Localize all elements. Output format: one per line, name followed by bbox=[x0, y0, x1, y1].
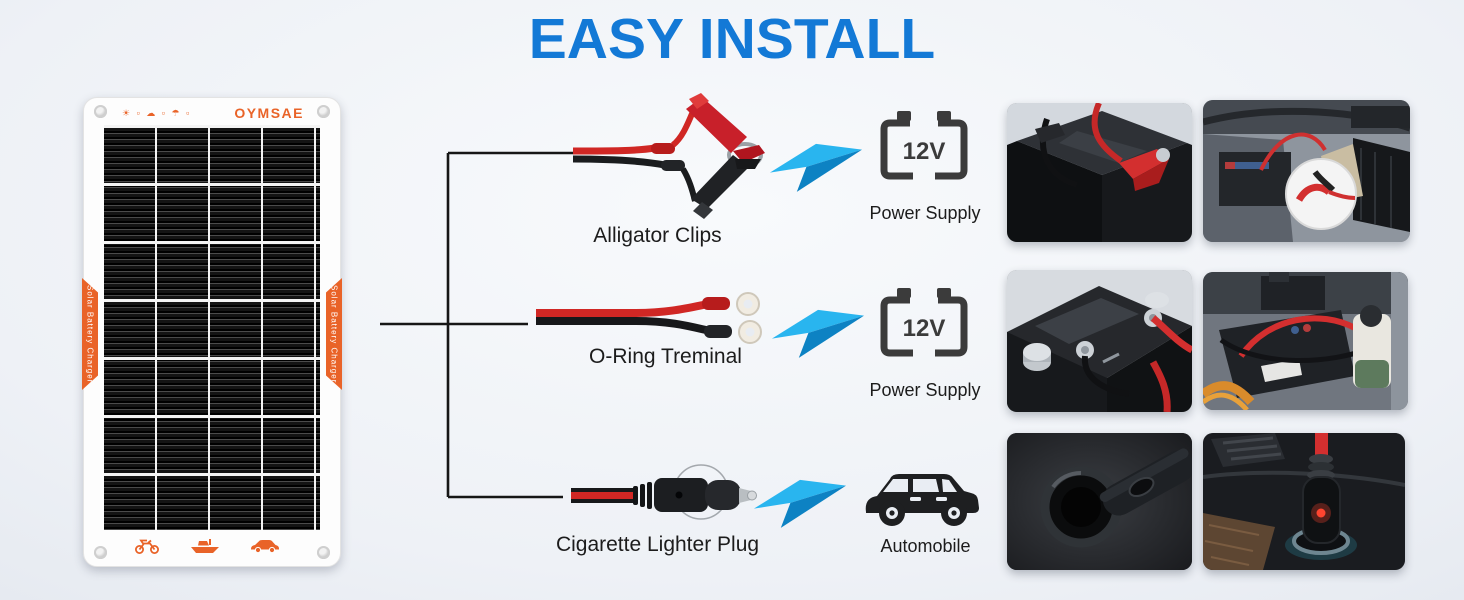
panel-footer bbox=[84, 536, 340, 560]
photo-plug-in-console bbox=[1203, 433, 1405, 570]
oring-terminal-image bbox=[536, 292, 762, 344]
weather-rating-icons: ☀ ▫ ☁ ▫ ☂ ▫ bbox=[122, 108, 191, 119]
screw-hole-icon bbox=[317, 546, 330, 559]
side-tab-label: Solar Battery Charger bbox=[85, 284, 95, 384]
photo-alligator-battery-render bbox=[1007, 103, 1192, 242]
photo-oring-battery-render bbox=[1007, 270, 1192, 412]
page-title: EASY INSTALL bbox=[528, 7, 936, 71]
battery-12v-icon: 12V bbox=[880, 288, 968, 357]
side-tab-label: Solar Battery Charger bbox=[329, 284, 339, 384]
cigarette-plug-image bbox=[571, 464, 757, 520]
cloud-icon: ☁ ▫ bbox=[146, 107, 167, 118]
screw-hole-icon bbox=[317, 105, 330, 118]
connector-label-oring: O-Ring Treminal bbox=[589, 345, 742, 368]
automobile-icon bbox=[865, 474, 979, 526]
lightning-bolt-icon bbox=[769, 143, 863, 192]
battery-12v-icon: 12V bbox=[880, 111, 968, 180]
lightning-bolt-icon bbox=[771, 309, 865, 358]
target-label-automobile: Automobile bbox=[880, 536, 971, 556]
rain-icon: ☂ ▫ bbox=[171, 107, 192, 118]
alligator-clips-image bbox=[573, 93, 765, 219]
badge-12v: 12V bbox=[903, 138, 946, 165]
target-label-power-supply: Power Supply bbox=[869, 203, 981, 223]
photo-oring-engine-bay bbox=[1203, 272, 1408, 410]
motorcycle-icon bbox=[135, 539, 159, 554]
photo-plug-socket bbox=[1007, 433, 1192, 570]
side-tab-left: Solar Battery Charger bbox=[82, 278, 98, 390]
car-small-icon bbox=[251, 540, 279, 553]
solar-panel: ☀ ▫ ☁ ▫ ☂ ▫ OYMSAE Solar Battery Charger… bbox=[82, 97, 342, 567]
sun-icon: ☀ ▫ bbox=[122, 107, 142, 118]
connector-label-alligator: Alligator Clips bbox=[593, 224, 722, 247]
connector-label-cigarette: Cigarette Lighter Plug bbox=[555, 533, 760, 556]
panel-header: ☀ ▫ ☁ ▫ ☂ ▫ OYMSAE bbox=[84, 102, 340, 124]
side-tab-right: Solar Battery Charger bbox=[326, 278, 342, 390]
target-label-power-supply: Power Supply bbox=[869, 380, 981, 400]
badge-12v: 12V bbox=[903, 315, 946, 342]
brand-logo: OYMSAE bbox=[234, 105, 304, 121]
photo-alligator-engine-bay bbox=[1203, 100, 1410, 242]
lightning-bolt-icon bbox=[753, 479, 847, 528]
solar-cells bbox=[104, 125, 320, 530]
screw-hole-icon bbox=[94, 546, 107, 559]
screw-hole-icon bbox=[94, 105, 107, 118]
boat-icon bbox=[191, 539, 219, 553]
